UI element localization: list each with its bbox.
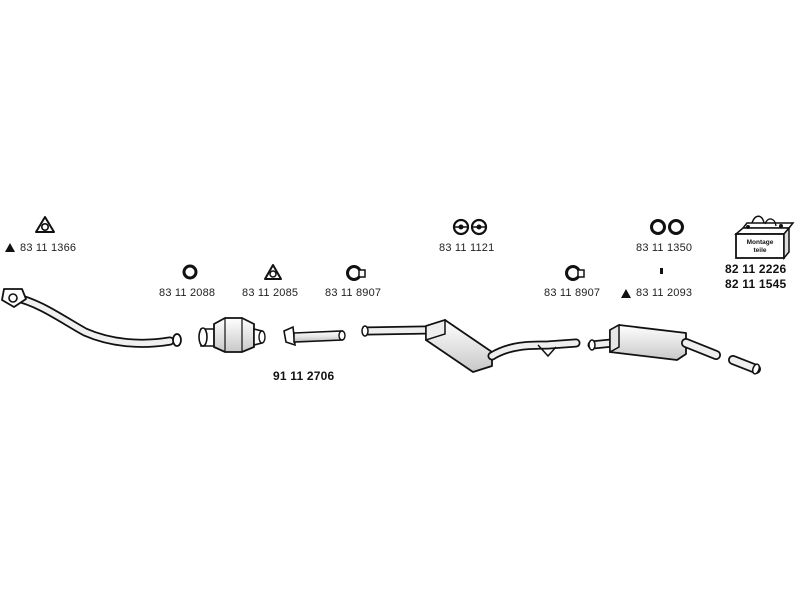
- part-number-gasket: 83 11 2085: [242, 287, 299, 299]
- replacement-triangle-marker: [621, 289, 631, 298]
- mounting-kit-box-icon: Montage teile: [733, 215, 795, 261]
- kit-box-label-1: Montage: [747, 239, 774, 246]
- part-number-rings-rear: 83 11 1350: [636, 242, 693, 254]
- part-number-pipe-mid: 91 11 2706: [273, 369, 335, 383]
- part-number-gasket-front: 83 11 1366: [20, 242, 77, 254]
- part-number-rubber-mounts: 83 11 1121: [439, 242, 495, 254]
- kit-box-label-2: teile: [753, 247, 766, 254]
- middle-silencer: [361, 318, 581, 373]
- ring-icon: [650, 219, 666, 235]
- rear-silencer: [587, 323, 721, 361]
- rubber-mount-icon: [452, 218, 470, 236]
- gasket-triangle-icon: [35, 216, 55, 233]
- part-number-kit-1: 82 11 2226: [725, 262, 787, 276]
- rubber-mount-icon: [470, 218, 488, 236]
- part-number-kit-2: 82 11 1545: [725, 277, 787, 291]
- part-number-ring: 83 11 2088: [159, 287, 216, 299]
- gasket-triangle-icon: [264, 264, 282, 280]
- ring-icon: [668, 219, 684, 235]
- replacement-triangle-marker: [5, 243, 15, 252]
- intermediate-pipe: [283, 325, 346, 347]
- part-number-clamp-rear: 83 11 8907: [544, 287, 601, 299]
- clamp-icon: [346, 265, 366, 281]
- clamp-icon: [565, 265, 585, 281]
- ring-icon: [182, 264, 198, 280]
- catalytic-converter: [198, 317, 266, 353]
- part-number-clamp: 83 11 8907: [325, 287, 382, 299]
- front-pipe: [1, 288, 182, 348]
- small-bolt-icon: [660, 268, 663, 274]
- part-number-small-part: 83 11 2093: [636, 287, 693, 299]
- tail-pipe-end: [728, 355, 761, 375]
